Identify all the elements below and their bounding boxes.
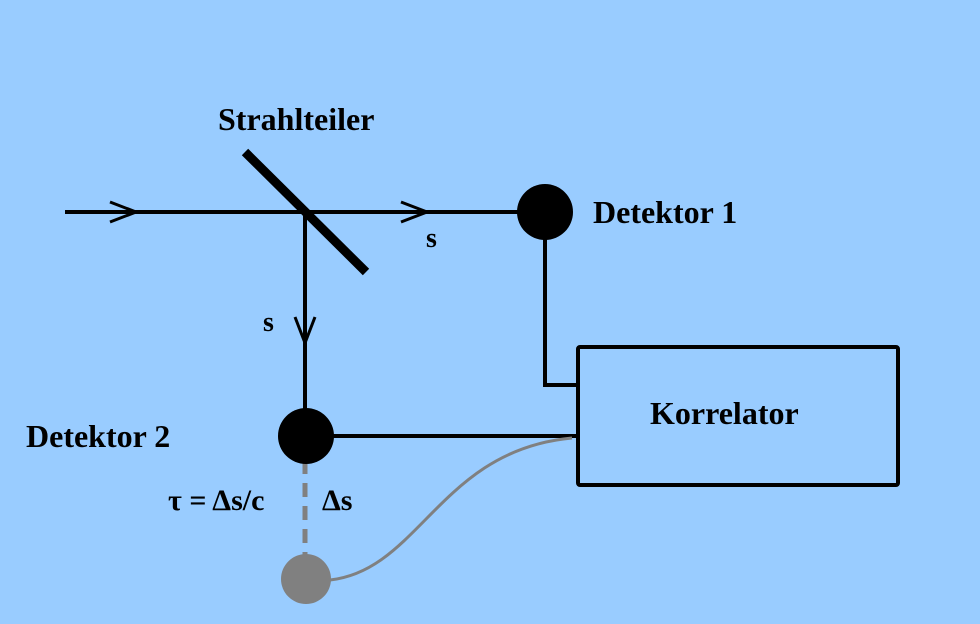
delay-formula-label: τ = Δs/c <box>168 484 264 517</box>
detector-1 <box>517 184 573 240</box>
wire-ghost-detector <box>329 436 573 582</box>
arrow-detector1-icon <box>400 200 432 224</box>
path-label-horizontal: s <box>426 223 437 254</box>
detector1-label: Detektor 1 <box>593 194 737 230</box>
delta-s-label: Δs <box>322 484 352 517</box>
ghost-detector <box>281 554 331 604</box>
wire-detector1-correlator <box>543 212 578 387</box>
arrow-detector2-icon <box>293 316 317 348</box>
detector2-label: Detektor 2 <box>26 418 170 454</box>
detector-2 <box>278 408 334 464</box>
beam-splitter-label: Strahlteiler <box>218 101 374 137</box>
arrow-incoming-icon <box>109 200 141 224</box>
correlator-box <box>576 345 900 487</box>
correlator-label: Korrelator <box>650 395 799 431</box>
path-label-vertical: s <box>263 307 274 338</box>
